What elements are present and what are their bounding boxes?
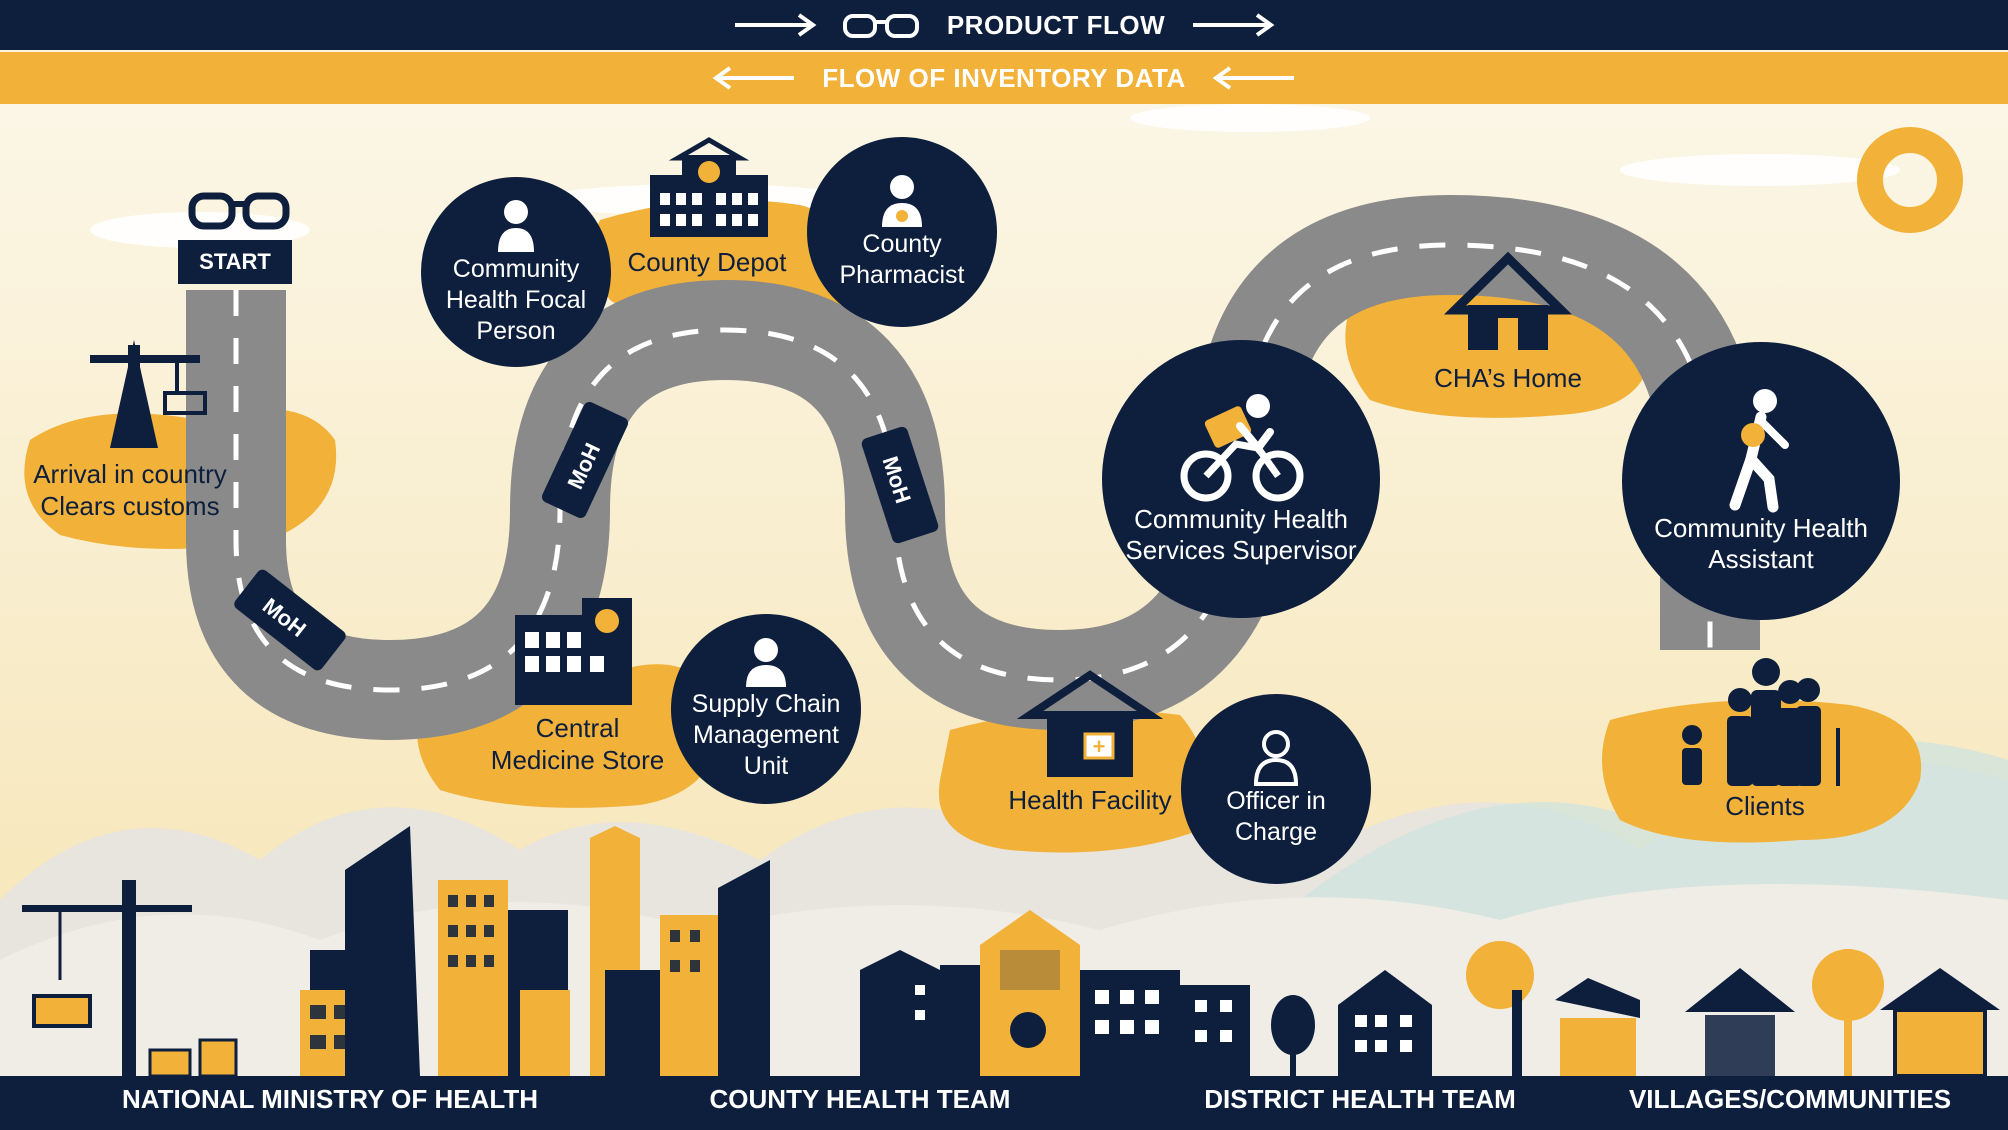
inventory-flow-title: FLOW OF INVENTORY DATA — [822, 62, 1186, 93]
focal-person-line2: Health Focal — [445, 285, 587, 314]
county-depot-label: County Depot — [612, 246, 802, 278]
central-medicine-store-label: Central Medicine Store — [475, 712, 680, 776]
county-depot-line1: County Depot — [627, 247, 787, 277]
winding-road — [186, 195, 1760, 740]
crates — [148, 1038, 238, 1076]
clients-label: Clients — [1690, 790, 1840, 822]
route-illustration: MoH MoH MoH + — [0, 104, 2008, 1076]
level-villages: VILLAGES/COMMUNITIES — [1628, 1084, 1952, 1114]
arrival-label: Arrival in country Clears customs — [30, 458, 230, 522]
clients-line1: Clients — [1725, 791, 1805, 821]
loop-ring — [1857, 127, 1963, 233]
chss-line1: Community Health — [1134, 504, 1348, 534]
level-national: NATIONAL MINISTRY OF HEALTH — [122, 1084, 538, 1114]
arrival-line2: Clears customs — [40, 491, 220, 521]
supply-chain-line3: Unit — [743, 751, 789, 780]
focal-person-line1: Community — [452, 254, 580, 283]
right-arrow-icon — [734, 13, 817, 37]
community-health-focal-person-circle: Community Health Focal Person — [421, 177, 611, 367]
left-arrow-icon — [1212, 66, 1294, 90]
cha-home-label: CHA’s Home — [1418, 362, 1598, 394]
cyclist-icon — [1180, 394, 1304, 502]
glasses-icon — [842, 14, 919, 38]
right-arrow-icon — [1193, 13, 1275, 37]
pharmacist-icon — [882, 175, 922, 227]
svg-text:+: + — [1093, 734, 1106, 759]
district-houses — [1271, 970, 1432, 1076]
construction-crane — [22, 880, 192, 1076]
officer-in-charge-line1: Officer in — [1226, 787, 1326, 815]
start-glasses-icon — [188, 192, 290, 230]
port-crane-icon — [90, 340, 207, 448]
supply-chain-line1: Supply Chain — [691, 689, 841, 718]
central-medicine-store-line1: Central — [535, 713, 620, 743]
cha-line2: Assistant — [1708, 544, 1814, 574]
national-city-skyline — [300, 826, 770, 1076]
level-district: DISTRICT HEALTH TEAM — [1204, 1084, 1516, 1114]
central-medicine-store-line2: Medicine Store — [490, 745, 665, 775]
person-icon — [746, 637, 786, 687]
doctor-icon — [1253, 730, 1299, 786]
levels-band — [0, 1076, 2008, 1130]
county-pharmacist-line1: County — [862, 230, 942, 258]
county-houses — [860, 910, 1250, 1076]
supply-chain-line2: Management — [693, 720, 839, 749]
arrival-line1: Arrival in country — [33, 459, 227, 489]
officer-in-charge-circle: Officer in Charge — [1181, 694, 1371, 884]
left-arrow-icon — [712, 66, 795, 90]
county-depot-building-icon — [650, 137, 768, 237]
health-facility-house-icon: + — [1016, 670, 1164, 777]
start-sign: START — [178, 240, 292, 284]
medicine-store-building-icon — [515, 598, 632, 705]
product-flow-title: PRODUCT FLOW — [946, 9, 1166, 40]
cha-home-house-icon — [1443, 251, 1573, 350]
walking-person-icon — [1729, 389, 1789, 513]
moh-truck: MoH — [541, 401, 629, 519]
health-facility-label: Health Facility — [985, 784, 1195, 816]
community-health-services-supervisor-circle: Community Health Services Supervisor — [1102, 340, 1380, 618]
person-icon — [498, 199, 534, 252]
moh-truck: MoH — [861, 426, 939, 544]
officer-in-charge-line2: Charge — [1235, 818, 1317, 846]
clients-family-icon — [1682, 658, 1840, 786]
product-flow-band: PRODUCT FLOW — [0, 0, 2008, 50]
health-facility-line1: Health Facility — [1008, 785, 1172, 815]
level-county: COUNTY HEALTH TEAM — [709, 1084, 1011, 1114]
county-pharmacist-circle: County Pharmacist — [807, 137, 997, 327]
cha-home-line1: CHA’s Home — [1434, 363, 1582, 393]
community-health-assistant-circle: Community Health Assistant — [1622, 342, 1900, 620]
focal-person-line3: Person — [476, 316, 556, 345]
supply-chain-management-unit-circle: Supply Chain Management Unit — [671, 614, 861, 804]
village-huts — [1466, 941, 2000, 1076]
chss-line2: Services Supervisor — [1125, 535, 1357, 565]
county-pharmacist-line2: Pharmacist — [839, 261, 965, 289]
inventory-flow-band: FLOW OF INVENTORY DATA — [0, 52, 2008, 104]
cha-line1: Community Health — [1654, 513, 1868, 543]
